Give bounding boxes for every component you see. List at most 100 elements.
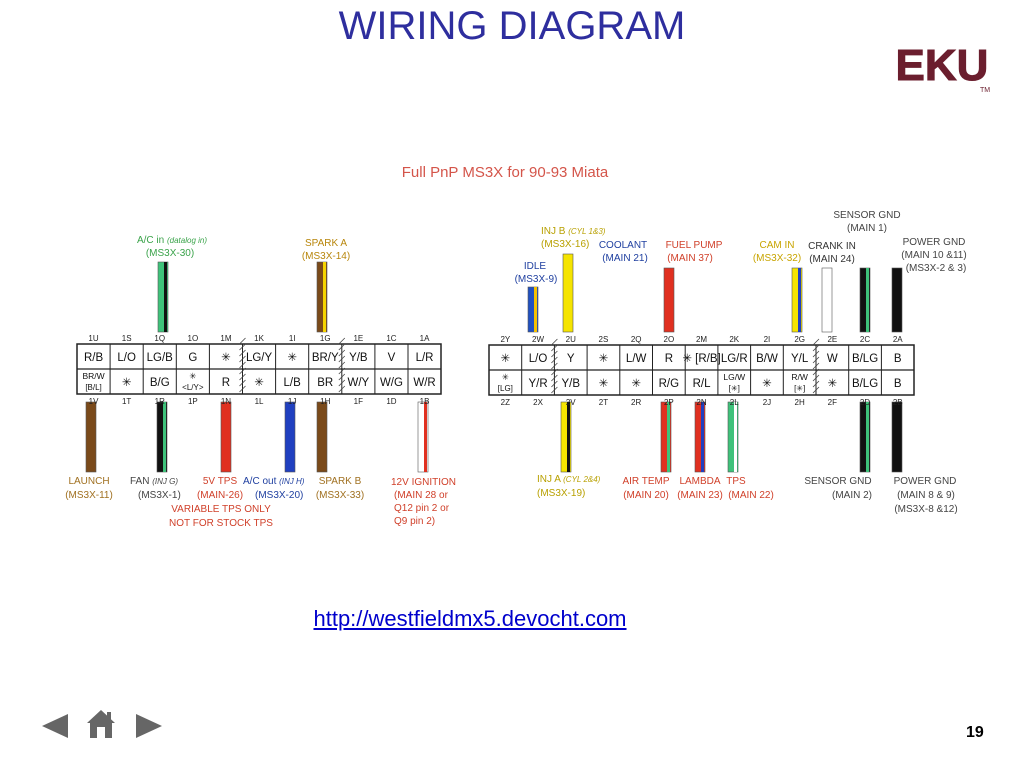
pin-number-top: 1U: [88, 334, 98, 343]
pin-color-code: Y/B: [561, 378, 580, 390]
pin-color-code: ✳: [599, 353, 609, 365]
pin-color-code: ✳: [287, 352, 297, 364]
pin-color-code: Y/R: [528, 378, 547, 390]
pin-number-top: 2W: [532, 335, 544, 344]
pin-color-code-alt: [✳]: [794, 384, 805, 393]
eku-logo: EKU TM: [896, 40, 990, 94]
pin-color-code: BR/W: [82, 371, 104, 381]
pin-color-code: ✳: [828, 378, 838, 390]
pin-number-bottom: 1J: [288, 397, 296, 406]
pin-number-bottom: 1L: [255, 397, 264, 406]
logo-text: EKU: [896, 41, 988, 90]
wire: [157, 261, 169, 333]
pin-number-top: 1C: [386, 334, 396, 343]
page-number: 19: [966, 724, 984, 741]
wire: [85, 401, 97, 473]
wires: [85, 253, 903, 473]
label-crank-in: CRANK IN(MAIN 24): [808, 241, 856, 265]
wire: [694, 401, 706, 473]
pin-number-bottom: 2Z: [501, 398, 510, 407]
pin-color-code: B/LG: [852, 378, 878, 390]
wire: [316, 401, 328, 473]
pin-number-top: 2A: [893, 335, 903, 344]
wire: [660, 401, 672, 473]
pin-number-top: 2Q: [631, 335, 642, 344]
pin-color-code: B/LG: [852, 353, 878, 365]
pin-number-top: 2C: [860, 335, 870, 344]
previous-slide-icon[interactable]: [38, 710, 70, 742]
pin-color-code: W/G: [380, 377, 403, 389]
pin-number-bottom: 1V: [89, 397, 99, 406]
pin-number-top: 2I: [764, 335, 771, 344]
label-inj-a: INJ A (CYL 2&4)(MS3X-19): [537, 474, 601, 499]
wire: [663, 267, 675, 333]
pin-number-bottom: 1B: [420, 397, 430, 406]
wire: [562, 253, 574, 333]
pin-number-bottom: 2F: [828, 398, 837, 407]
diagram-title: Full PnP MS3X for 90-93 Miata: [402, 164, 609, 181]
pin-color-code: B/W: [756, 353, 778, 365]
pin-number-bottom: 2H: [795, 398, 805, 407]
pin-color-code: ✳: [189, 371, 197, 381]
pin-number-top: 1G: [320, 334, 331, 343]
wire: [316, 261, 328, 333]
pin-color-code: L/O: [529, 353, 548, 365]
pin-number-bottom: 2D: [860, 398, 870, 407]
label-sensor-gnd-bottom: SENSOR GND(MAIN 2): [804, 476, 872, 501]
pin-number-top: 1M: [220, 334, 231, 343]
pin-color-code-alt: [LG]: [498, 384, 513, 393]
pin-number-top: 1E: [353, 334, 363, 343]
next-slide-icon[interactable]: [134, 710, 166, 742]
right-connector: [488, 338, 915, 396]
pin-color-code-alt: [B/L]: [85, 383, 101, 392]
pin-color-code-alt: <L/Y>: [182, 383, 204, 392]
pin-color-code: LG/R: [721, 353, 748, 365]
pin-color-code: L/R: [416, 352, 434, 364]
pin-number-bottom: 1T: [122, 397, 131, 406]
label-fan: FAN (INJ G)(MS3X-1): [130, 476, 181, 501]
pin-number-bottom: 2J: [763, 398, 771, 407]
pin-color-code: L/B: [284, 377, 302, 389]
pin-color-code: ✳: [122, 377, 132, 389]
pin-number-bottom: 1P: [188, 397, 198, 406]
pin-number-top: 2U: [566, 335, 576, 344]
wire: [560, 401, 572, 473]
pin-color-code: W/Y: [347, 377, 369, 389]
wire: [220, 401, 232, 473]
pin-number-top: 1Q: [154, 334, 165, 343]
pin-number-bottom: 1H: [320, 397, 330, 406]
wire: [891, 401, 903, 473]
pin-number-bottom: 1R: [155, 397, 165, 406]
pin-color-code: ✳: [254, 377, 264, 389]
pin-color-code: G: [188, 352, 197, 364]
source-link[interactable]: http://westfieldmx5.devocht.com: [313, 606, 627, 631]
pin-number-top: 2K: [729, 335, 739, 344]
pin-color-code: R: [222, 377, 230, 389]
label-ac-in: A/C in (datalog in)(MS3X-30): [137, 235, 207, 259]
wire: [791, 267, 803, 333]
pin-color-code: ✳ [R/B]: [682, 353, 720, 365]
pin-color-code: LG/B: [147, 352, 174, 364]
label-idle: IDLE(MS3X-9): [515, 261, 558, 285]
pin-color-code: W/R: [413, 377, 435, 389]
pin-color-code: B: [894, 353, 902, 365]
pin-number-bottom: 2X: [533, 398, 543, 407]
pin-color-code: BR: [317, 377, 333, 389]
pin-color-code: Y/L: [791, 353, 809, 365]
pin-color-code: BR/Y: [312, 352, 339, 364]
label-inj-b: INJ B (CYL 1&3)(MS3X-16): [541, 226, 606, 250]
pin-number-bottom: 2P: [664, 398, 674, 407]
pin-color-code: ✳: [631, 378, 641, 390]
wire: [859, 267, 871, 333]
pin-number-top: 2M: [696, 335, 707, 344]
pin-number-top: 2O: [664, 335, 675, 344]
label-cam-in: CAM IN(MS3X-32): [753, 240, 801, 264]
home-icon[interactable]: [86, 708, 116, 740]
label-tps: TPS(MAIN 22): [726, 476, 774, 501]
pin-number-bottom: 2T: [599, 398, 608, 407]
pin-color-code: V: [388, 352, 396, 364]
pin-number-bottom: 1D: [386, 397, 396, 406]
pin-color-code: L/O: [117, 352, 136, 364]
